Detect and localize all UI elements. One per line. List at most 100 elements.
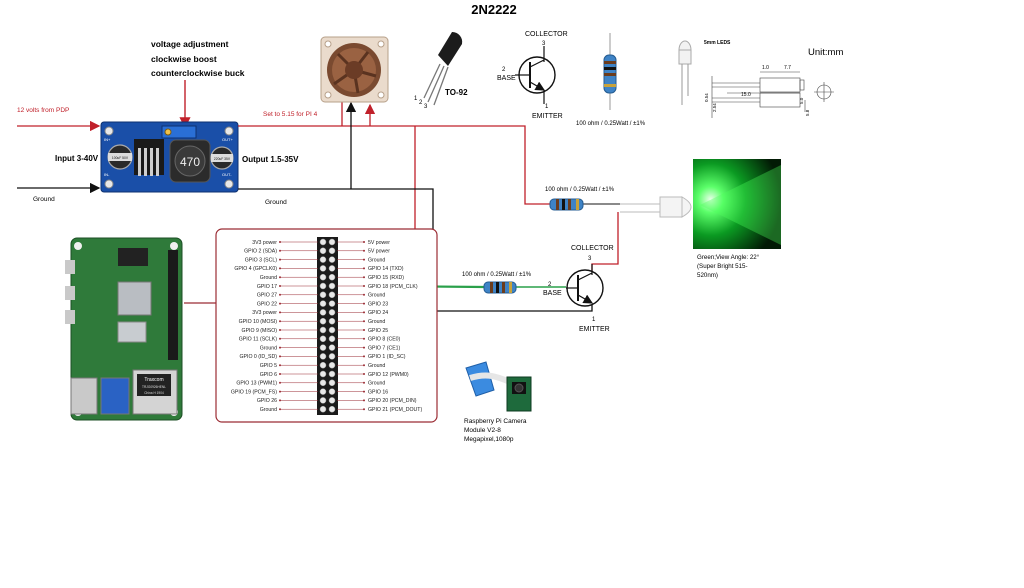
led-photo xyxy=(693,159,781,249)
gpio-left-dot xyxy=(279,390,281,393)
gpio-pin xyxy=(319,353,327,360)
gpio-pin xyxy=(328,256,336,263)
gpio-resistor-label: 100 ohm / 0.25Watt / ±1% xyxy=(462,272,532,278)
buck-note-2: clockwise boost xyxy=(151,54,217,64)
buck-set-note: Set to 5.15 for PI 4 xyxy=(263,111,318,118)
gpio-right-label: Ground xyxy=(368,293,385,299)
gpio-right-dot xyxy=(363,267,365,270)
camera-caption-3: Megapixel,1080p xyxy=(464,436,514,443)
camera-caption: Raspberry Pi Camera Module V2-8 Megapixe… xyxy=(464,418,527,443)
led-dim-4: 0.54 xyxy=(704,93,709,102)
led-dimension-reference: 5mm LEDS Unit:mm 1.0 7.7 15.0 0.54 2.5 xyxy=(678,40,843,118)
gpio-pin xyxy=(319,379,327,387)
camera-module xyxy=(465,361,532,412)
gpio-pin xyxy=(319,265,327,272)
gpio-left-dot xyxy=(279,329,281,331)
buck-ground-left: Ground xyxy=(33,196,55,203)
led-description: Green;View Angle: 22° (Super Bright 515-… xyxy=(697,254,760,279)
gpio-left-dot xyxy=(279,249,281,252)
gpio-left-label: GPIO 19 (PCM_FS) xyxy=(231,389,277,395)
green-led xyxy=(620,196,692,218)
gpio-pin xyxy=(328,265,336,272)
gpio-pin xyxy=(328,300,336,307)
gpio-pin xyxy=(328,326,336,334)
gpio-pin xyxy=(328,397,336,404)
led-dim-7: 5.8 xyxy=(805,109,810,116)
gpio-left-dot xyxy=(279,276,281,279)
gpio-right-dot xyxy=(363,293,365,296)
gpio-right-dot xyxy=(363,390,365,393)
sym-emitter-label: EMITTER xyxy=(532,113,563,120)
gpio-left-dot xyxy=(279,258,281,261)
gpio-pin xyxy=(319,388,327,395)
gpio-right-label: GPIO 1 (ID_SC) xyxy=(368,354,406,360)
pi-chip-brand: Traxcom xyxy=(144,377,163,383)
gpio-right-dot xyxy=(363,364,365,367)
gpio-left-dot xyxy=(279,285,281,287)
buck-coil-marking: 470 xyxy=(180,155,200,169)
led-dim-5: 2.54 xyxy=(712,103,717,112)
gpio-right-dot xyxy=(363,320,365,323)
gpio-right-label: GPIO 23 xyxy=(368,301,388,307)
gpio-left-dot xyxy=(279,293,281,296)
gpio-pin xyxy=(328,247,336,255)
gpio-pin xyxy=(328,238,336,246)
gpio-resistor xyxy=(483,281,517,294)
gpio-right-label: GPIO 14 (TXD) xyxy=(368,266,404,272)
gpio-pin xyxy=(328,361,336,369)
gpio-right-label: GPIO 7 (CE1) xyxy=(368,345,401,351)
gpio-right-dot xyxy=(363,329,365,331)
gpio-pin xyxy=(328,379,336,387)
gpio-right-label: Ground xyxy=(368,381,385,387)
pi-chip-origin: China H 1904 xyxy=(144,391,164,395)
gpio-right-dot xyxy=(363,337,365,340)
gpio-left-dot xyxy=(279,320,281,323)
gpio-pin xyxy=(328,353,336,360)
gpio-right-dot xyxy=(363,381,365,384)
gpio-left-label: GPIO 13 (PWM1) xyxy=(236,381,277,387)
gpio-right-dot xyxy=(363,373,365,375)
gpio-right-dot xyxy=(363,241,365,243)
gpio-left-label: GPIO 26 xyxy=(257,398,277,404)
gpio-pin xyxy=(319,317,327,325)
buck-out-minus: OUT- xyxy=(222,172,232,177)
gpio-base-pin: 2 xyxy=(548,282,552,288)
resistor-reference xyxy=(603,33,617,110)
led-resistor xyxy=(549,198,584,211)
gpio-emitter-label: EMITTER xyxy=(579,326,610,333)
buck-output-range: Output 1.5-35V xyxy=(242,155,299,164)
gpio-right-dot xyxy=(363,355,365,358)
gpio-collector-label: COLLECTOR xyxy=(571,245,614,252)
gpio-left-dot xyxy=(279,373,281,375)
gpio-right-label: GPIO 15 (RXD) xyxy=(368,275,404,281)
buck-note-3: counterclockwise buck xyxy=(151,68,245,78)
sym-base-label: BASE xyxy=(497,75,516,82)
led-dim-6: 5.0 xyxy=(799,97,804,104)
gpio-left-label: GPIO 2 (SDA) xyxy=(244,249,277,255)
led-ref-unit: Unit:mm xyxy=(808,47,843,58)
gpio-left-label: Ground xyxy=(260,345,277,351)
gpio-right-dot xyxy=(363,408,365,411)
buck-input-source: 12 volts from PDP xyxy=(17,107,69,114)
gpio-left-label: Ground xyxy=(260,275,277,281)
to92-pin-3: 3 xyxy=(424,104,428,110)
gpio-right-label: GPIO 21 (PCM_DOUT) xyxy=(368,407,422,413)
wire-vplus-to-led-resistor xyxy=(238,125,550,205)
gpio-pin xyxy=(319,238,327,246)
gpio-pin xyxy=(319,291,327,299)
gpio-pin-block xyxy=(317,237,338,415)
gpio-right-label: GPIO 8 (CE0) xyxy=(368,337,401,343)
page-title: 2N2222 xyxy=(471,2,517,17)
sym-collector-label: COLLECTOR xyxy=(525,31,568,38)
buck-in-plus: IN+ xyxy=(104,137,111,142)
gpio-left-dot xyxy=(279,399,281,402)
sym-emitter-pin: 1 xyxy=(545,104,549,110)
gpio-pin xyxy=(328,370,336,378)
gpio-left-dot xyxy=(279,346,281,349)
gpio-pin xyxy=(319,273,327,281)
gpio-right-dot xyxy=(363,346,365,349)
gpio-right-dot xyxy=(363,258,365,261)
gpio-emitter-pin: 1 xyxy=(592,317,596,323)
